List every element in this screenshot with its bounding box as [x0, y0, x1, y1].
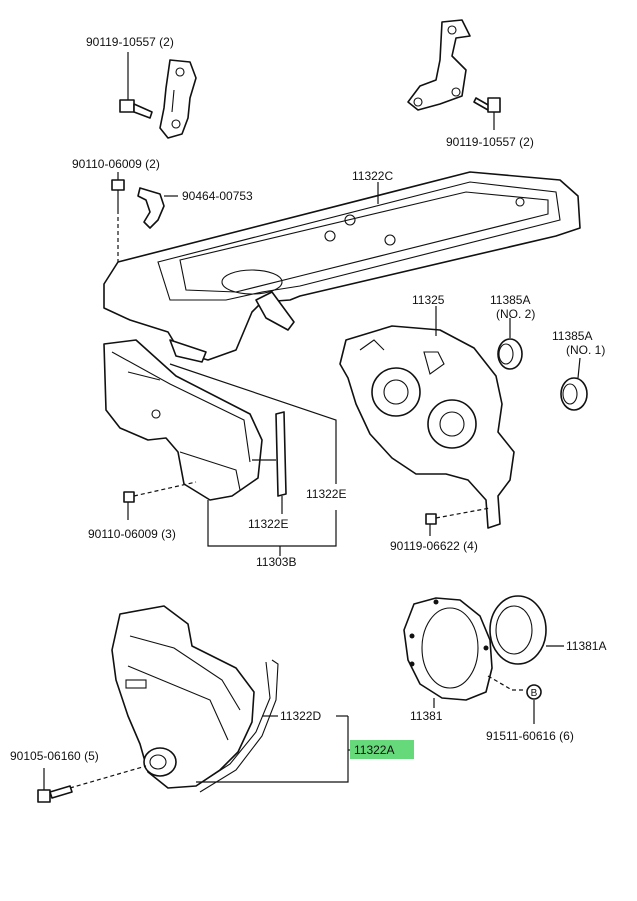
b-marker: B	[526, 684, 542, 700]
bracket-top-right	[407, 19, 471, 111]
label-clip: 90464-00753	[182, 189, 253, 203]
gasket-strip-11322e	[275, 411, 287, 497]
label-cover-assy: 11322A	[354, 743, 394, 757]
label-bolt-top-left: 90119-10557 (2)	[86, 35, 174, 49]
bolt-cover-small	[111, 172, 125, 262]
bolt-mid-left	[123, 481, 197, 520]
label-gasket-d: 11322D	[280, 709, 321, 723]
cover-assy-highlight: 11322A	[350, 740, 414, 759]
bolt-bottom-left	[37, 765, 147, 803]
label-bolt-b: 91511-60616 (6)	[486, 729, 574, 743]
belt-cover-left	[103, 339, 263, 501]
oil-seal-11381a	[489, 595, 547, 665]
lower-belt-cover	[111, 605, 255, 789]
bolt-top-right	[473, 97, 501, 130]
gasket-11322d	[195, 659, 279, 793]
label-bolt-top-right: 90119-10557 (2)	[446, 135, 534, 149]
label-assy-11303b: 11303B	[256, 555, 296, 569]
label-retainer: 11381	[410, 709, 443, 723]
bracket-top-left	[159, 59, 197, 139]
seal-no1	[560, 377, 588, 411]
clip	[137, 187, 178, 229]
label-seal-no2-note: (NO. 2)	[496, 307, 535, 321]
label-bolt-mid-left: 90110-06009 (3)	[88, 527, 176, 541]
bolt-top-left	[119, 52, 153, 119]
head-cover-11322c	[103, 171, 581, 363]
bolt-mid-right	[425, 507, 491, 536]
label-head-cover: 11322C	[352, 169, 393, 183]
b-marker-text: B	[531, 688, 538, 699]
label-gasket-e-right: 11322E	[306, 487, 346, 501]
label-seal-no1-note: (NO. 1)	[566, 343, 605, 357]
label-bolt-cover: 90110-06009 (2)	[72, 157, 160, 171]
seal-no2	[497, 338, 523, 370]
timing-cover-11325	[339, 325, 515, 529]
label-oil-seal: 11381A	[566, 639, 606, 653]
label-seal-no2-part: 11385A	[490, 293, 530, 307]
label-seal-no1-part: 11385A	[552, 329, 592, 343]
label-gasket-e-lower: 11322E	[248, 517, 288, 531]
label-cover-11325: 11325	[412, 293, 445, 307]
label-bolt-bottom-left: 90105-06160 (5)	[10, 749, 99, 763]
seal-retainer-11381	[403, 597, 493, 701]
label-bolt-mid-right: 90119-06622 (4)	[390, 539, 478, 553]
